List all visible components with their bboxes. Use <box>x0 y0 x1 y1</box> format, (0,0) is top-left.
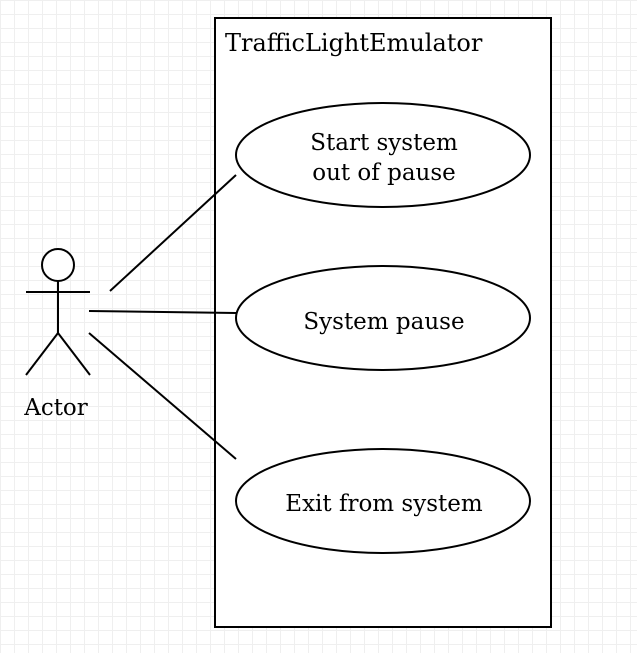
use-case-ellipse <box>235 448 531 554</box>
actor[interactable]: Actor <box>23 248 91 421</box>
use-case-label-line: out of pause <box>312 160 456 186</box>
association-system-pause[interactable] <box>88 310 237 314</box>
associations <box>88 174 237 460</box>
actor-label: Actor <box>23 395 88 421</box>
use-case-label-line: System pause <box>303 309 464 335</box>
use-case-start-system[interactable]: Start system out of pause <box>235 102 531 208</box>
association-start-system[interactable] <box>109 174 237 292</box>
actor-left-leg <box>25 332 59 376</box>
use-case-label-line: Exit from system <box>285 491 483 517</box>
actor-right-leg <box>57 332 91 376</box>
use-case-exit-system[interactable]: Exit from system <box>235 448 531 554</box>
association-exit-system[interactable] <box>88 332 237 460</box>
actor-stick-figure-icon <box>25 248 91 376</box>
use-case-label-line: Start system <box>310 130 458 156</box>
use-case-system-pause[interactable]: System pause <box>235 265 531 371</box>
system-title: TrafficLightEmulator <box>225 29 483 57</box>
use-case-ellipse <box>235 265 531 371</box>
actor-head <box>41 248 75 282</box>
use-case-ellipse <box>235 102 531 208</box>
